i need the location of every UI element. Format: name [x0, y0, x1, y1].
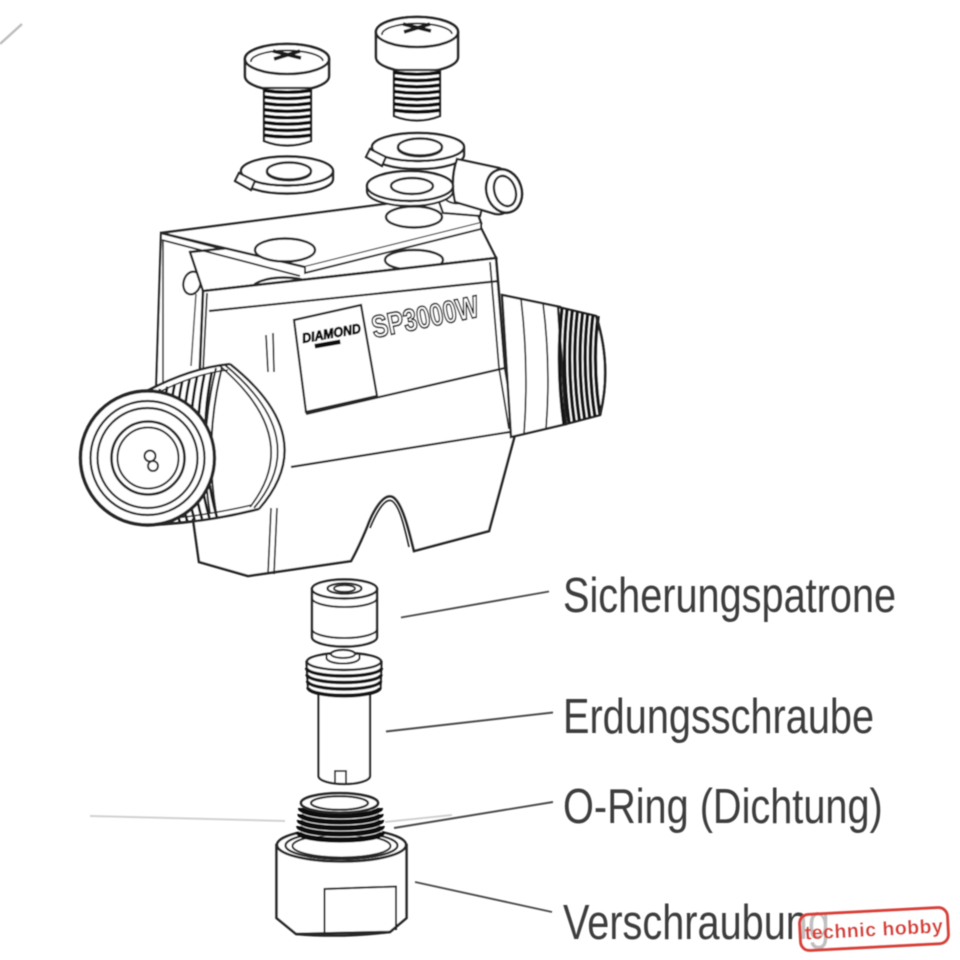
svg-text:O-Ring (Dichtung): O-Ring (Dichtung) — [563, 780, 883, 834]
svg-text:Sicherungspatrone: Sicherungspatrone — [563, 569, 896, 623]
svg-text:Verschraubung: Verschraubung — [563, 896, 830, 950]
svg-text:Erdungsschraube: Erdungsschraube — [563, 690, 874, 744]
